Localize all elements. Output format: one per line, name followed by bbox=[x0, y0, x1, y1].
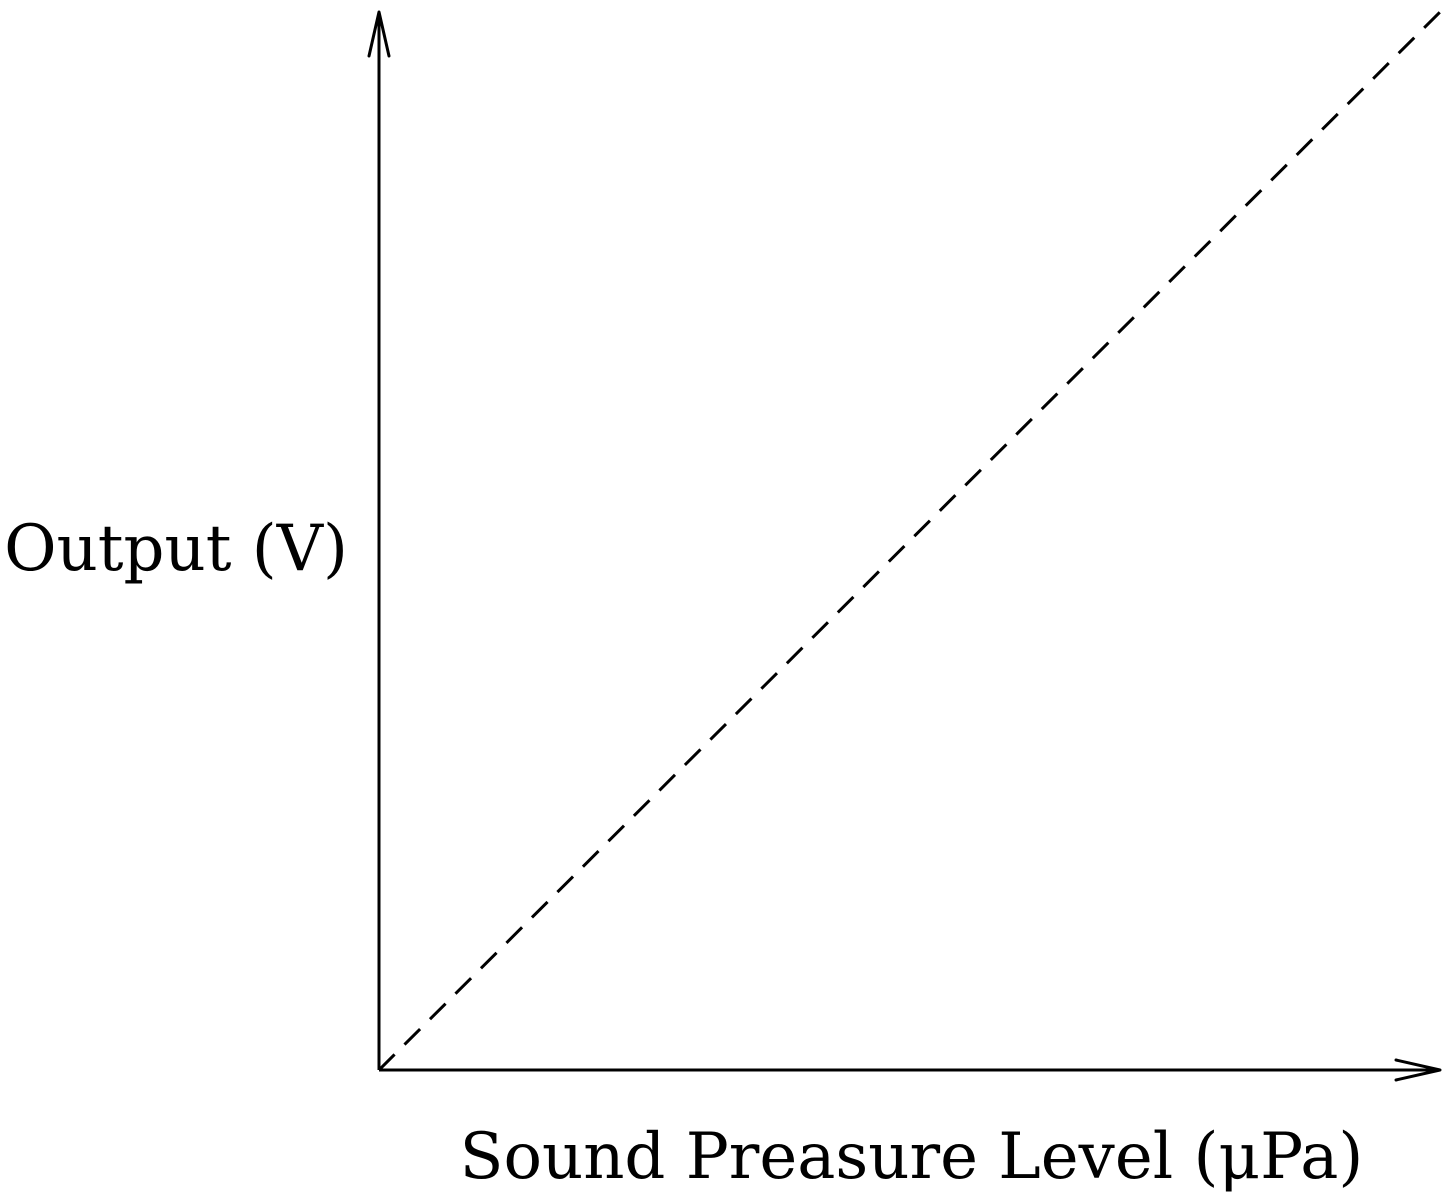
y-axis-label: Output (V) bbox=[4, 512, 348, 586]
x-axis-arrowhead bbox=[1394, 1058, 1442, 1082]
series-group bbox=[377, 10, 1442, 1072]
series-line-1 bbox=[377, 10, 1442, 1072]
x-axis-label: Sound Preasure Level (μPa) bbox=[460, 1120, 1364, 1194]
y-axis-arrowhead bbox=[367, 10, 391, 58]
